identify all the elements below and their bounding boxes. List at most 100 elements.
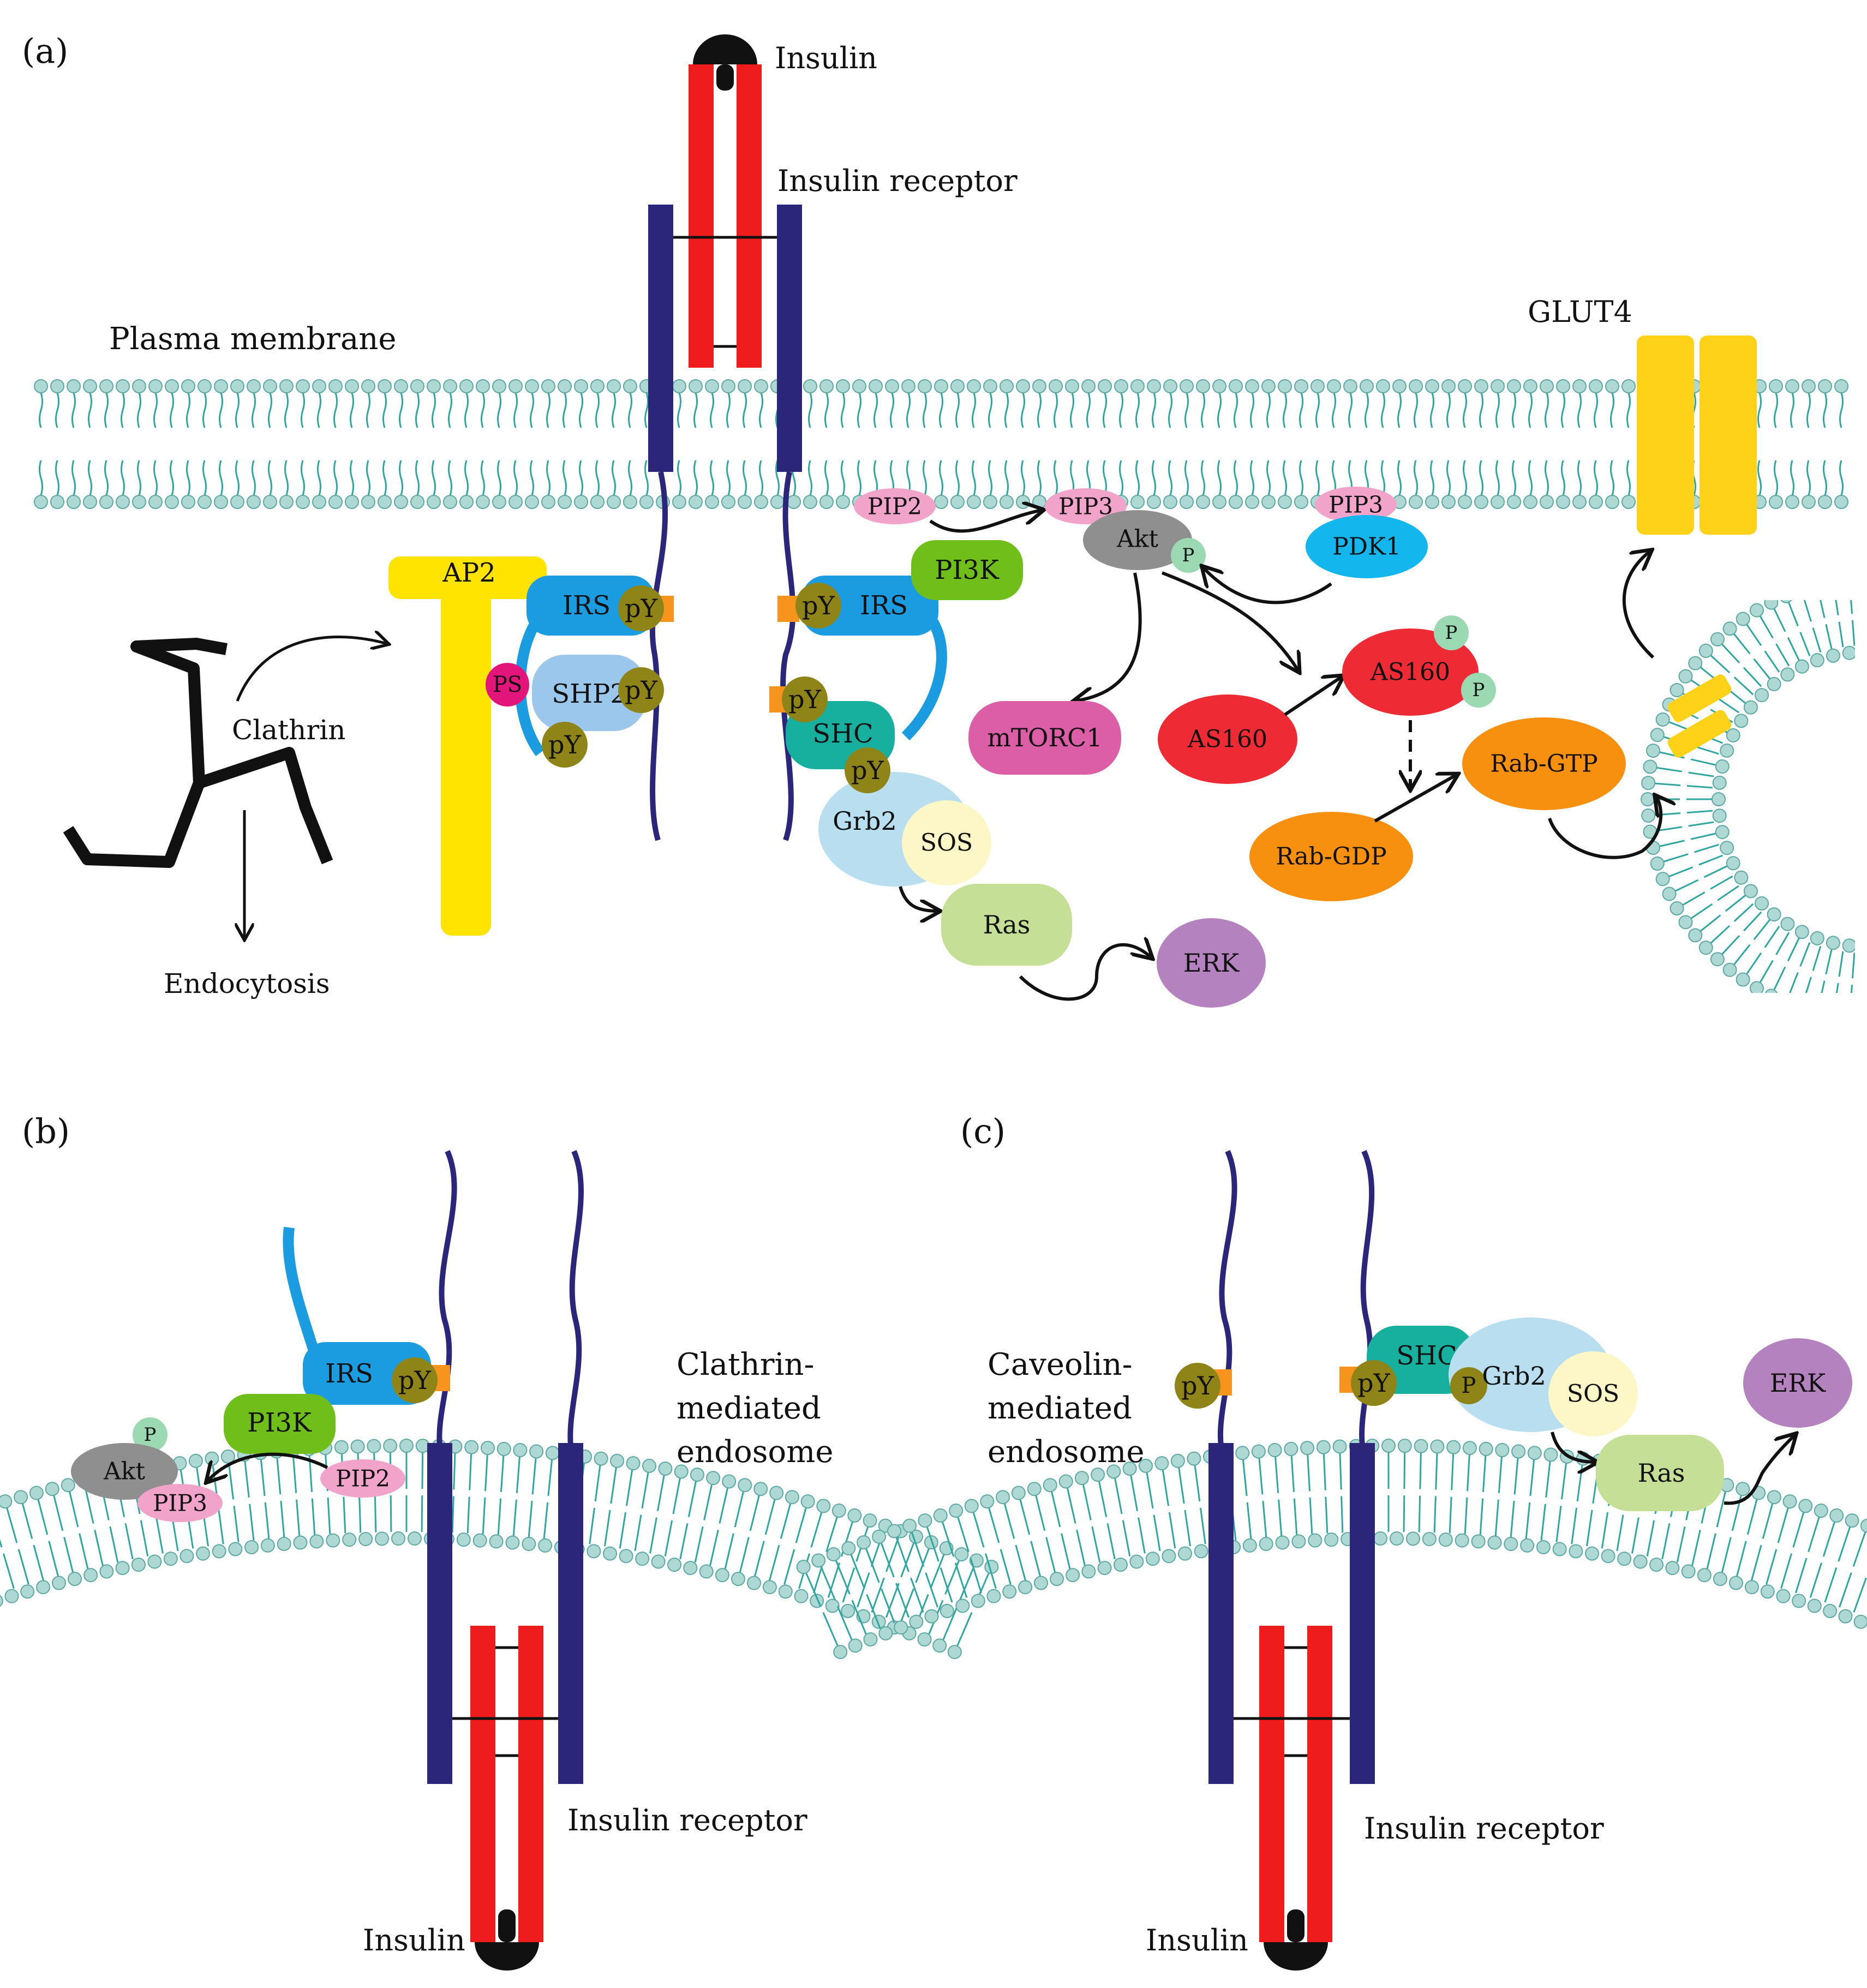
ps-site <box>486 663 529 706</box>
py-irs-left-label: pY <box>625 594 657 623</box>
panel-b: (b) IRS pY PI3K PIP2 P Akt P <box>0 1111 999 1971</box>
clathrin-endosome-line-1: Clathrin- <box>677 1347 814 1382</box>
endocytosis-label: Endocytosis <box>164 968 330 999</box>
akt-to-mtorc1-arrow <box>1075 572 1142 701</box>
shc-a-label: SHC <box>812 718 873 749</box>
erk-c-label: ERK <box>1770 1368 1827 1398</box>
pip3-a-label: PIP3 <box>1058 493 1113 520</box>
pi3k-b-label: PI3K <box>247 1408 312 1438</box>
caveolin-endosome-line-3: endosome <box>988 1434 1144 1470</box>
py-shc-top-label: pY <box>788 685 821 714</box>
p-as160-1-label: P <box>1445 622 1458 644</box>
akt-to-as160-arrow <box>1161 571 1298 671</box>
pip2-to-pip3-arrow-b <box>207 1452 328 1481</box>
py-c-right-label: pY <box>1357 1368 1390 1398</box>
ras-to-erk-arrow <box>1019 945 1151 1001</box>
pip3-pdk <box>1315 487 1397 523</box>
panel-b-tag: (b) <box>22 1111 70 1151</box>
ps-label: PS <box>493 672 522 697</box>
pip3-b <box>137 1484 223 1522</box>
insulin-receptor-c <box>1208 1149 1375 1971</box>
ras-a-label: Ras <box>983 910 1031 939</box>
py-b-label: pY <box>398 1366 431 1395</box>
clathrin-triskelion <box>63 638 333 868</box>
p-as160-2-label: P <box>1473 679 1485 701</box>
pip2-b-label: PIP2 <box>336 1465 390 1492</box>
insulin-label-c: Insulin <box>1146 1923 1248 1957</box>
rab-gdp-to-gtp-arrow <box>1374 775 1457 823</box>
glut4-vesicle <box>1641 600 1855 993</box>
panel-c: (c) pY SHC pY P Grb2 SOS Ra <box>796 1111 1867 1971</box>
shc-c-label: SHC <box>1396 1340 1457 1371</box>
shp2 <box>532 655 647 731</box>
caveolin-endosome-line-1: Caveolin- <box>988 1347 1133 1382</box>
sos-a-label: SOS <box>920 829 973 857</box>
caveolin-endosome-line-2: mediated <box>988 1391 1132 1426</box>
mtorc1 <box>968 701 1121 775</box>
clathrin-endosome-line-2: mediated <box>677 1391 821 1426</box>
plasma-membrane <box>34 379 1848 509</box>
glut4-transporter <box>1637 336 1757 535</box>
pip2-b <box>320 1459 405 1498</box>
p-akt-a <box>1171 538 1206 573</box>
p-as160-2 <box>1461 673 1496 708</box>
py-b <box>392 1357 438 1403</box>
clathrin-to-ap2-arrow <box>236 637 387 702</box>
py-c-left <box>1175 1363 1220 1409</box>
tyr-tag-right <box>777 596 799 622</box>
ap2-adaptor <box>388 556 547 936</box>
erk-a-label: ERK <box>1183 948 1240 978</box>
insulin-receptor-label-a: Insulin receptor <box>777 164 1018 198</box>
vesicle-glut4 <box>1667 674 1732 758</box>
insulin-label-a: Insulin <box>775 41 877 75</box>
p-as160-1 <box>1434 615 1469 650</box>
pdk1-label: PDK1 <box>1332 533 1401 561</box>
insulin-label-b: Insulin <box>363 1923 465 1957</box>
py-shc-label: pY <box>851 756 884 785</box>
py-shp2-bottom-label: pY <box>548 730 581 759</box>
sos-c <box>1548 1351 1638 1436</box>
ap2-label: AP2 <box>442 558 496 588</box>
irs-left-label: IRS <box>563 590 611 621</box>
p-akt-b-label: P <box>144 1424 157 1446</box>
insulin-receptor-label-c: Insulin receptor <box>1364 1811 1604 1846</box>
rab-gtp <box>1462 717 1626 810</box>
shp2-label: SHP2 <box>552 679 627 709</box>
akt-a-label: Akt <box>1116 525 1158 553</box>
rab-gtp-label: Rab-GTP <box>1490 750 1598 778</box>
clathrin-endosome-line-3: endosome <box>677 1434 833 1470</box>
pi3k-a-label: PI3K <box>935 555 1000 585</box>
pi3k-a <box>911 540 1023 600</box>
panel-c-tag: (c) <box>960 1111 1006 1151</box>
rab-gdp-label: Rab-GDP <box>1276 843 1386 871</box>
as160 <box>1158 694 1297 784</box>
pip2-a-label: PIP2 <box>867 493 922 520</box>
py-irs-right <box>795 583 841 628</box>
py-shc-top <box>782 676 828 722</box>
grb2-c-label: Grb2 <box>1482 1361 1546 1391</box>
ras-a <box>941 884 1072 966</box>
pdk1 <box>1306 515 1428 578</box>
p-akt-b <box>133 1417 167 1452</box>
erk-a <box>1157 918 1266 1008</box>
plasma-membrane-label: Plasma membrane <box>109 321 397 357</box>
py-shc <box>845 747 890 793</box>
insulin-receptor-label-b: Insulin receptor <box>567 1803 807 1837</box>
py-shp2-label: pY <box>625 675 657 705</box>
p-shc-c-label: P <box>1462 1373 1476 1398</box>
ras-c-label: Ras <box>1638 1458 1685 1488</box>
p-akt-a-label: P <box>1182 544 1195 566</box>
ras-to-erk-arrow-c <box>1724 1435 1795 1505</box>
pip2-a <box>854 488 936 524</box>
panel-a-tag: (a) <box>22 31 68 71</box>
as160-label: AS160 <box>1187 726 1267 753</box>
as160-p-label: AS160 <box>1370 658 1450 686</box>
akt-b-label: Akt <box>103 1458 145 1486</box>
py-c-left-label: pY <box>1181 1371 1214 1400</box>
py-c-right <box>1351 1360 1397 1406</box>
p-shc-c <box>1450 1367 1487 1404</box>
panel-a: (a) Plasma membrane GLUT4 <box>22 31 1855 1008</box>
py-irs-left <box>618 585 664 631</box>
pip3-pdk-label: PIP3 <box>1329 492 1383 518</box>
